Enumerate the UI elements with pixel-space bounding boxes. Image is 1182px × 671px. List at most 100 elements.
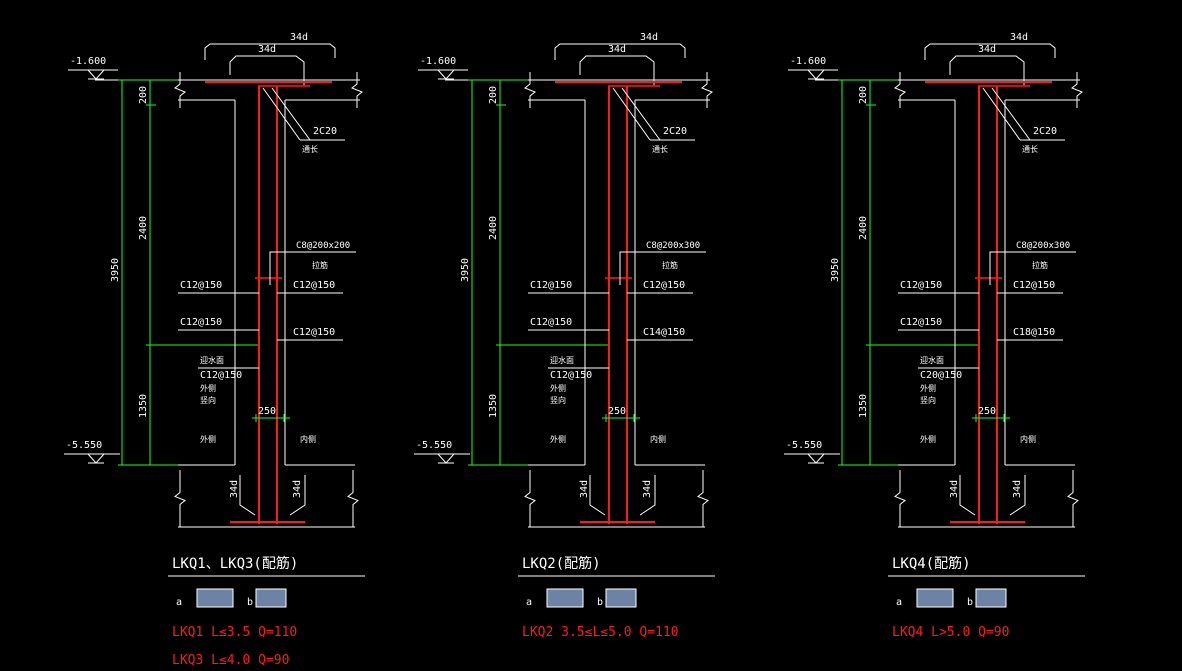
- wall-thickness-label: 250: [258, 406, 276, 417]
- elevation-bottom-label: -5.550: [416, 440, 452, 451]
- dim-total-label: 3950: [110, 258, 121, 282]
- legend-b-swatch: [975, 588, 1007, 608]
- section-title: LKQ4(配筋): [892, 555, 971, 572]
- section-note-1: LKQ1 L≤3.5 Q=110: [172, 625, 297, 640]
- elevation-bottom-symbol: [87, 453, 105, 464]
- bar-left-1-label: C12@150: [530, 280, 572, 291]
- bar-left-1-label: C12@150: [180, 280, 222, 291]
- anchor-outer-dim: [554, 43, 686, 60]
- dim-low-label: 1350: [858, 394, 869, 418]
- top-slab-break-left: [894, 72, 906, 108]
- legend-b-swatch: [255, 588, 287, 608]
- base-slab-break-left: [894, 470, 906, 527]
- dist-bar-label: C8@200x300: [646, 241, 700, 251]
- bar-left-note-c: 竖向: [200, 395, 216, 405]
- anchor-inner-label: 34d: [978, 44, 996, 55]
- base-slab-break-right: [697, 470, 709, 527]
- anchor-inner-label: 34d: [258, 44, 276, 55]
- anchor-bot-right-label: 34d: [1012, 480, 1023, 498]
- legend-a-swatch: [546, 588, 584, 608]
- anchor-bot-right-dim: [289, 475, 306, 516]
- anchor-bot-left-label: 34d: [579, 480, 590, 498]
- legend-b-label: b: [247, 597, 253, 608]
- dim-top-label: 200: [488, 86, 499, 104]
- anchor-outer-dim: [924, 43, 1056, 60]
- dist-bar-note: 拉筋: [312, 260, 328, 270]
- dim-total-label: 3950: [830, 258, 841, 282]
- anchor-bot-right-dim: [1009, 475, 1026, 516]
- bar-right-1-label: C12@150: [643, 280, 685, 291]
- bar-left-3-label: C12@150: [200, 370, 242, 381]
- wall-thickness-label: 250: [978, 406, 996, 417]
- base-slab-break-right: [1067, 470, 1079, 527]
- section-title: LKQ1、LKQ3(配筋): [172, 555, 298, 572]
- anchor-bot-right-dim: [639, 475, 656, 516]
- bar-left-note-a: 迎水面: [920, 355, 944, 365]
- bar-right-1-label: C12@150: [293, 280, 335, 291]
- base-slab-break-right: [347, 470, 359, 527]
- anchor-outer-dim: [204, 43, 336, 60]
- top-bar-note: 通长: [652, 144, 668, 154]
- legend-b-swatch: [605, 588, 637, 608]
- anchor-outer-label: 34d: [640, 32, 658, 43]
- bar-left-2-label: C12@150: [530, 317, 572, 328]
- dist-bar-label: C8@200x200: [296, 241, 350, 251]
- elevation-bottom-label: -5.550: [66, 440, 102, 451]
- top-bar-leader-1: [612, 87, 651, 141]
- top-bar-label: 2C20: [313, 126, 337, 137]
- bar-left-note-a: 迎水面: [200, 355, 224, 365]
- anchor-inner-dim: [949, 55, 1025, 85]
- anchor-outer-label: 34d: [1010, 32, 1028, 43]
- anchor-inner-dim: [229, 55, 305, 85]
- section-title: LKQ2(配筋): [522, 555, 601, 572]
- top-bar-leader-1: [262, 87, 301, 141]
- top-bar-leader-2: [271, 87, 311, 141]
- elevation-bottom-symbol: [807, 453, 825, 464]
- dist-bar-label: C8@200x300: [1016, 241, 1070, 251]
- anchor-bot-left-label: 34d: [949, 480, 960, 498]
- base-slab-break-left: [174, 470, 186, 527]
- bar-left-note-c: 竖向: [550, 395, 566, 405]
- top-bar-leader-2: [621, 87, 661, 141]
- top-slab-break-left: [174, 72, 186, 108]
- legend-b-label: b: [597, 597, 603, 608]
- outside-label: 外侧: [200, 434, 216, 444]
- top-bar-leader-2: [991, 87, 1031, 141]
- top-bar-leader-1: [982, 87, 1021, 141]
- elevation-top-label: -1.600: [70, 56, 106, 67]
- anchor-outer-label: 34d: [290, 32, 308, 43]
- dim-mid-label: 2400: [488, 216, 499, 240]
- elevation-top-label: -1.600: [790, 56, 826, 67]
- anchor-bot-left-label: 34d: [229, 480, 240, 498]
- top-slab-break-right: [1071, 72, 1083, 108]
- section-note-1: LKQ4 L>5.0 Q=90: [892, 625, 1009, 640]
- anchor-bot-left-dim: [589, 475, 606, 516]
- top-bar-note: 通长: [1022, 144, 1038, 154]
- dist-bar-leader: [619, 251, 706, 285]
- dist-bar-leader: [269, 251, 356, 285]
- bar-left-note-a: 迎水面: [550, 355, 574, 365]
- bar-left-1-label: C12@150: [900, 280, 942, 291]
- legend-a-label: a: [176, 597, 182, 608]
- bar-right-2-label: C14@150: [643, 327, 685, 338]
- bar-left-note-b: 外侧: [200, 383, 216, 393]
- legend-a-swatch: [916, 588, 954, 608]
- bar-left-note-b: 外侧: [550, 383, 566, 393]
- bar-left-note-b: 外侧: [920, 383, 936, 393]
- dist-bar-leader: [989, 251, 1076, 285]
- dim-mid-label: 2400: [858, 216, 869, 240]
- bar-left-2-label: C12@150: [900, 317, 942, 328]
- top-bar-label: 2C20: [663, 126, 687, 137]
- top-slab-break-left: [524, 72, 536, 108]
- top-slab-break-right: [351, 72, 363, 108]
- dim-low-label: 1350: [138, 394, 149, 418]
- dist-bar-note: 拉筋: [1032, 260, 1048, 270]
- inside-label: 内侧: [1020, 434, 1036, 444]
- elevation-bottom-label: -5.550: [786, 440, 822, 451]
- legend-a-label: a: [526, 597, 532, 608]
- anchor-bot-left-dim: [959, 475, 976, 516]
